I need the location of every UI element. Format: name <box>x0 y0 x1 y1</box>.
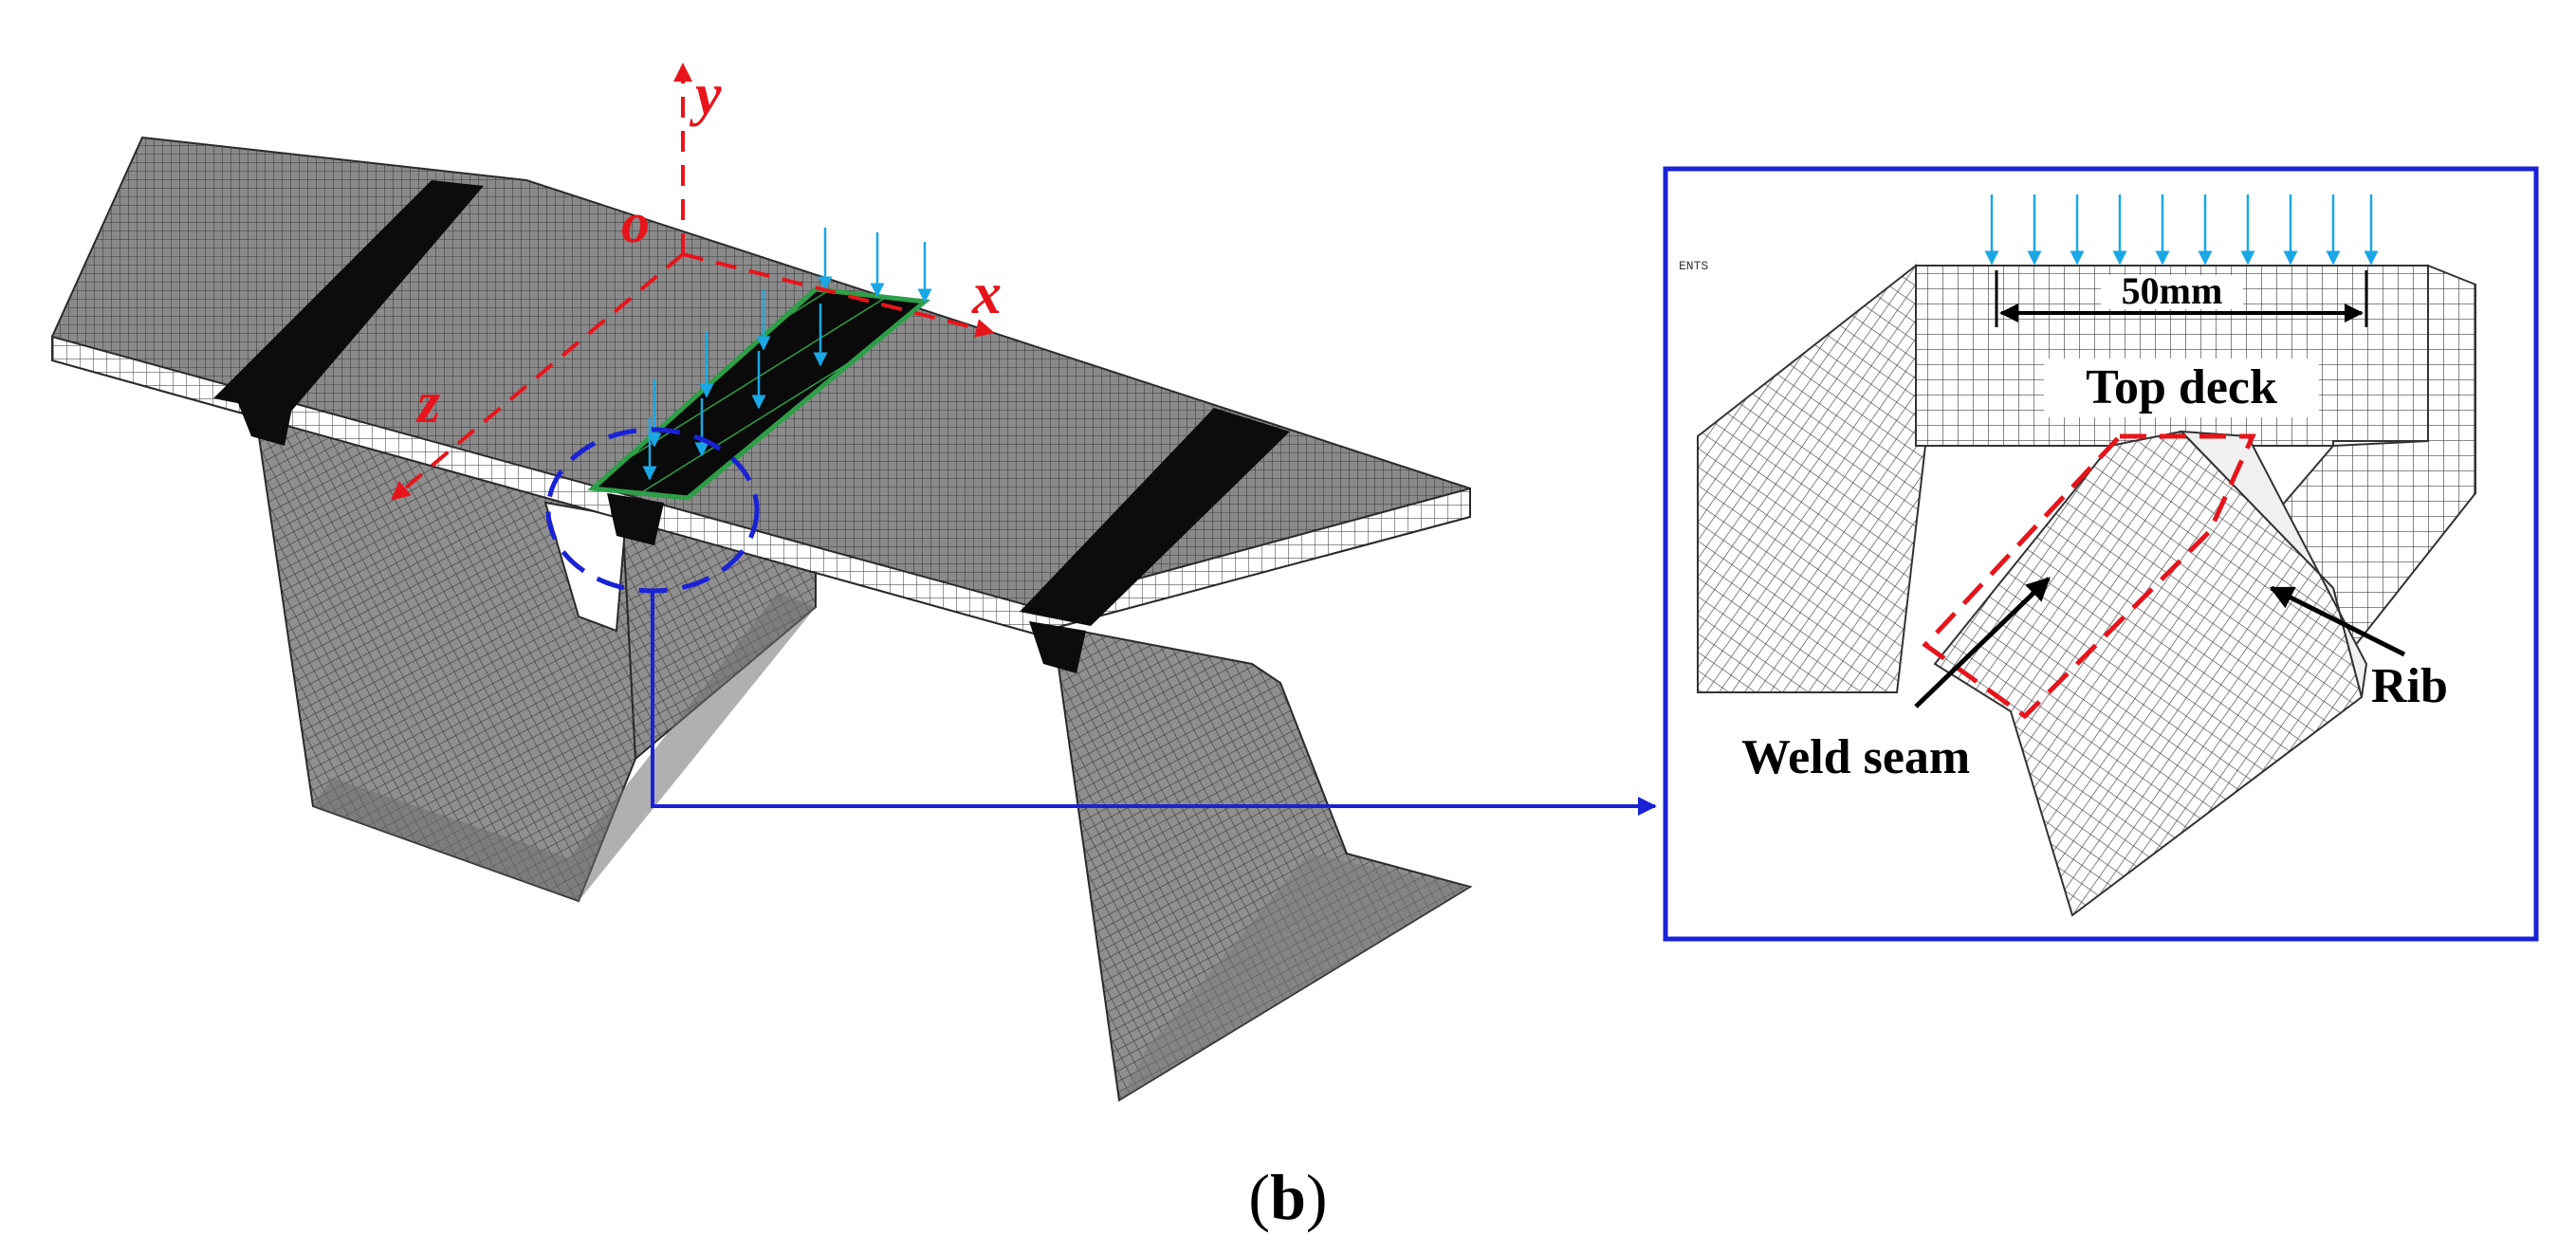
detail-corner-text: ENTS <box>1679 259 1708 273</box>
y-axis-label: y <box>689 63 722 127</box>
coordinate-axes <box>390 63 995 501</box>
detail-rib-mesh <box>1933 430 2368 917</box>
bridge-model: y x z o <box>51 63 1657 1102</box>
u-rib-right <box>1051 624 1473 1102</box>
weld-seam-leader <box>1914 577 2051 708</box>
figure-caption: (b) <box>1248 1161 1327 1233</box>
origin-label: o <box>621 192 650 254</box>
rib-leader <box>2269 585 2406 657</box>
diaphragm-right-stem <box>1029 621 1086 673</box>
z-axis <box>390 252 685 501</box>
load-arrows-detail <box>1984 194 2379 266</box>
x-axis <box>682 252 995 338</box>
diaphragm-left-stem <box>232 389 294 446</box>
load-arrows-model <box>642 228 932 481</box>
top-deck-label: Top deck <box>2086 360 2277 414</box>
z-axis-label: z <box>415 371 440 435</box>
x-axis-label: x <box>971 262 1002 326</box>
caption-close: ) <box>1306 1161 1328 1233</box>
caption-letter: b <box>1270 1161 1306 1233</box>
top-deck-label-bg <box>2044 359 2319 417</box>
rib-weld-dark <box>607 493 664 545</box>
dimension-label-bg <box>2101 275 2243 309</box>
weld-seam-label: Weld seam <box>1741 730 1970 784</box>
rib-label: Rib <box>2371 659 2448 713</box>
diaphragm-left <box>213 180 484 414</box>
detail-callout-leader <box>651 593 1657 816</box>
diaphragm-right <box>1020 408 1290 626</box>
detail-view: ENTS <box>1663 166 2539 942</box>
detail-callout-circle <box>545 427 760 594</box>
caption-open: ( <box>1248 1161 1270 1233</box>
dimension-label: 50mm <box>2122 269 2223 312</box>
weld-seam-outline <box>1922 433 2256 720</box>
